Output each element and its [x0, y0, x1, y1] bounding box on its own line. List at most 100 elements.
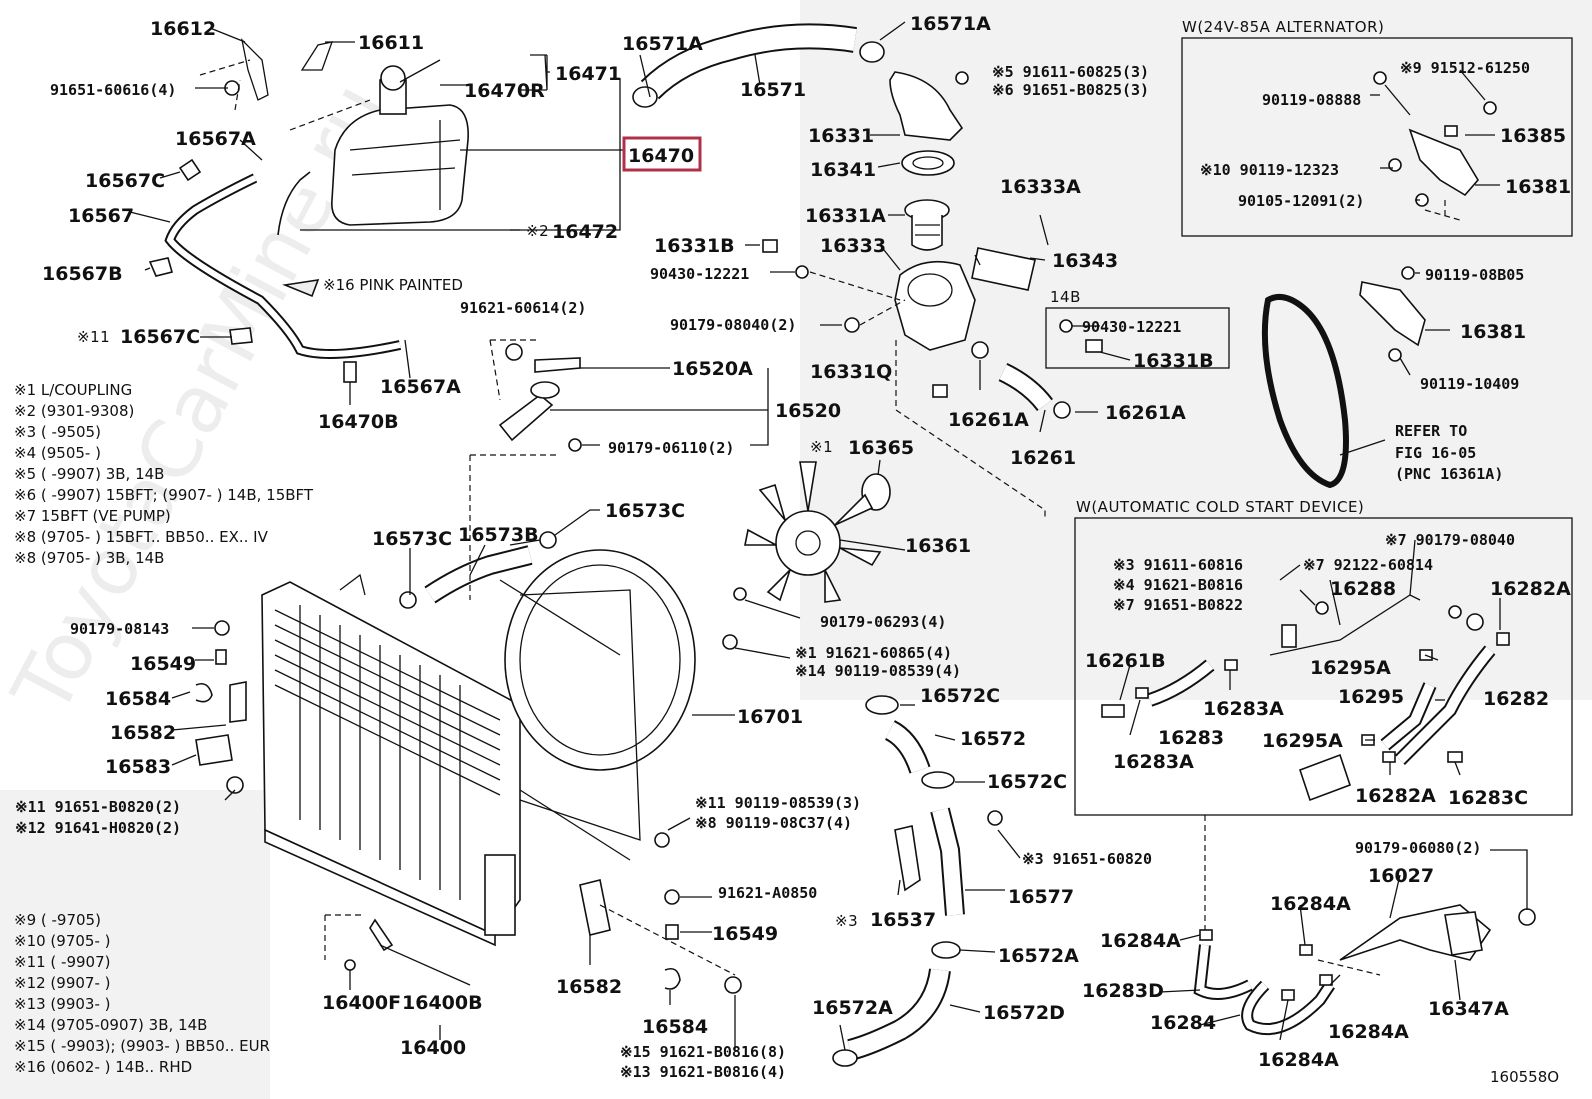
- label-16381[interactable]: 16381: [1460, 321, 1526, 343]
- label-91651-b0825[interactable]: ※6 91651-B0825(3): [992, 81, 1149, 99]
- label-90179-06110[interactable]: 90179-06110(2): [608, 439, 734, 457]
- label-16520a[interactable]: 16520A: [672, 358, 753, 380]
- label-16347a[interactable]: 16347A: [1428, 998, 1509, 1020]
- label-fig-16-05[interactable]: FIG 16-05: [1395, 444, 1476, 462]
- label-16567c-bottom[interactable]: 16567C: [120, 326, 200, 348]
- label-16573b[interactable]: 16573B: [458, 524, 539, 546]
- label-16567c-top[interactable]: 16567C: [85, 170, 165, 192]
- label-16572c-upper[interactable]: 16572C: [920, 685, 1000, 707]
- label-16572d[interactable]: 16572D: [983, 1002, 1065, 1024]
- label-16571a-left[interactable]: 16571A: [622, 33, 703, 55]
- label-16400b[interactable]: 16400B: [402, 992, 483, 1014]
- label-91611-60816[interactable]: ※3 91611-60816: [1113, 556, 1243, 574]
- label-16573c-left[interactable]: 16573C: [372, 528, 452, 550]
- label-16584[interactable]: 16584: [105, 688, 171, 710]
- v-belt[interactable]: [1261, 293, 1349, 489]
- water-inlet-housing-16333[interactable]: [894, 260, 976, 351]
- label-16567a-bottom[interactable]: 16567A: [380, 376, 461, 398]
- label-16572a[interactable]: 16572A: [998, 945, 1079, 967]
- label-16584-lower[interactable]: 16584: [642, 1016, 708, 1038]
- label-16400[interactable]: 16400: [400, 1037, 466, 1059]
- label-16333a[interactable]: 16333A: [1000, 176, 1081, 198]
- radiator[interactable]: [261, 581, 521, 947]
- label-16612[interactable]: 16612: [150, 18, 216, 40]
- label-16400f[interactable]: 16400F: [322, 992, 401, 1014]
- label-16567[interactable]: 16567: [68, 205, 134, 227]
- label-90119-08888[interactable]: 90119-08888: [1262, 91, 1361, 109]
- label-90179-06080[interactable]: 90179-06080(2): [1355, 839, 1481, 857]
- label-16549[interactable]: 16549: [130, 653, 196, 675]
- label-91621-60865[interactable]: ※1 91621-60865(4): [795, 644, 952, 662]
- label-16571a-right[interactable]: 16571A: [910, 13, 991, 35]
- label-16385[interactable]: 16385: [1500, 125, 1566, 147]
- label-90105-12091[interactable]: 90105-12091(2): [1238, 192, 1364, 210]
- label-16572c-lower[interactable]: 16572C: [987, 771, 1067, 793]
- label-91651-60616[interactable]: 91651-60616(4): [50, 81, 176, 99]
- label-16284[interactable]: 16284: [1150, 1012, 1216, 1034]
- label-91621-60614[interactable]: 91621-60614(2): [460, 299, 586, 317]
- label-16611[interactable]: 16611: [358, 32, 424, 54]
- bracket-16381-inset[interactable]: [1408, 128, 1479, 197]
- label-16549-lower[interactable]: 16549: [712, 923, 778, 945]
- label-90430-12221[interactable]: 90430-12221: [650, 265, 749, 283]
- label-16567b[interactable]: 16567B: [42, 263, 123, 285]
- label-16520[interactable]: 16520: [775, 400, 841, 422]
- label-16583[interactable]: 16583: [105, 756, 171, 778]
- label-16331[interactable]: 16331: [808, 125, 874, 147]
- label-90179-08040-inset[interactable]: ※7 90179-08040: [1385, 531, 1515, 549]
- label-16331b[interactable]: 16331B: [654, 235, 735, 257]
- label-16284a-left[interactable]: 16284A: [1100, 930, 1181, 952]
- label-16582-lower[interactable]: 16582: [556, 976, 622, 998]
- label-16333[interactable]: 16333: [820, 235, 886, 257]
- label-16572[interactable]: 16572: [960, 728, 1026, 750]
- label-16472[interactable]: 16472: [552, 221, 618, 243]
- label-91641-h0820[interactable]: ※12 91641-H0820(2): [15, 819, 181, 837]
- label-16331b-14b[interactable]: 16331B: [1133, 350, 1214, 372]
- label-16470[interactable]: 16470: [628, 145, 694, 167]
- label-16582[interactable]: 16582: [110, 722, 176, 744]
- reservoir-tank[interactable]: [331, 65, 469, 226]
- label-90119-08c37[interactable]: ※8 90119-08C37(4): [695, 814, 852, 832]
- label-16027[interactable]: 16027: [1368, 865, 1434, 887]
- fan-16361[interactable]: [744, 461, 882, 603]
- label-16470b[interactable]: 16470B: [318, 411, 399, 433]
- pipe-16288[interactable]: [1269, 594, 1421, 656]
- label-16573c-right[interactable]: 16573C: [605, 500, 685, 522]
- label-90119-08539[interactable]: ※11 90119-08539(3): [695, 794, 861, 812]
- label-16365[interactable]: 16365: [848, 437, 914, 459]
- label-91651-b0820[interactable]: ※11 91651-B0820(2): [15, 798, 181, 816]
- label-16572a-lower[interactable]: 16572A: [812, 997, 893, 1019]
- label-90119-08539-14[interactable]: ※14 90119-08539(4): [795, 662, 961, 680]
- label-16261b[interactable]: 16261B: [1085, 650, 1166, 672]
- label-16282a-upper[interactable]: 16282A: [1490, 578, 1571, 600]
- label-90119-12323[interactable]: ※10 90119-12323: [1200, 161, 1339, 179]
- label-16537[interactable]: 16537: [870, 909, 936, 931]
- label-16284a-top[interactable]: 16284A: [1270, 893, 1351, 915]
- label-16261[interactable]: 16261: [1010, 447, 1076, 469]
- label-16282[interactable]: 16282: [1483, 688, 1549, 710]
- label-91611-60825[interactable]: ※5 91611-60825(3): [992, 63, 1149, 81]
- label-16288[interactable]: 16288: [1330, 578, 1396, 600]
- thermostat-16331a[interactable]: [904, 199, 950, 251]
- label-16295a-lower[interactable]: 16295A: [1262, 730, 1343, 752]
- label-16361[interactable]: 16361: [905, 535, 971, 557]
- label-16381-inset[interactable]: 16381: [1505, 176, 1571, 198]
- label-16343[interactable]: 16343: [1052, 250, 1118, 272]
- label-16283d[interactable]: 16283D: [1082, 980, 1164, 1002]
- label-16284a-right[interactable]: 16284A: [1328, 1021, 1409, 1043]
- label-16282a-lower[interactable]: 16282A: [1355, 785, 1436, 807]
- label-16295a-upper[interactable]: 16295A: [1310, 657, 1391, 679]
- water-inlet-pipe-16520[interactable]: [498, 393, 554, 442]
- label-16295[interactable]: 16295: [1338, 686, 1404, 708]
- label-16331q[interactable]: 16331Q: [810, 361, 892, 383]
- label-16261a-left[interactable]: 16261A: [948, 409, 1029, 431]
- label-16283c[interactable]: 16283C: [1448, 787, 1528, 809]
- fan-shroud[interactable]: [499, 549, 696, 861]
- label-16283[interactable]: 16283: [1158, 727, 1224, 749]
- label-91621-b0816-8[interactable]: ※15 91621-B0816(8): [620, 1043, 786, 1061]
- label-91621-b0816-inset[interactable]: ※4 91621-B0816: [1113, 576, 1243, 594]
- label-16701[interactable]: 16701: [737, 706, 803, 728]
- label-91651-60820[interactable]: ※3 91651-60820: [1022, 850, 1152, 868]
- bracket-16381[interactable]: [1359, 281, 1426, 347]
- label-16261a-right[interactable]: 16261A: [1105, 402, 1186, 424]
